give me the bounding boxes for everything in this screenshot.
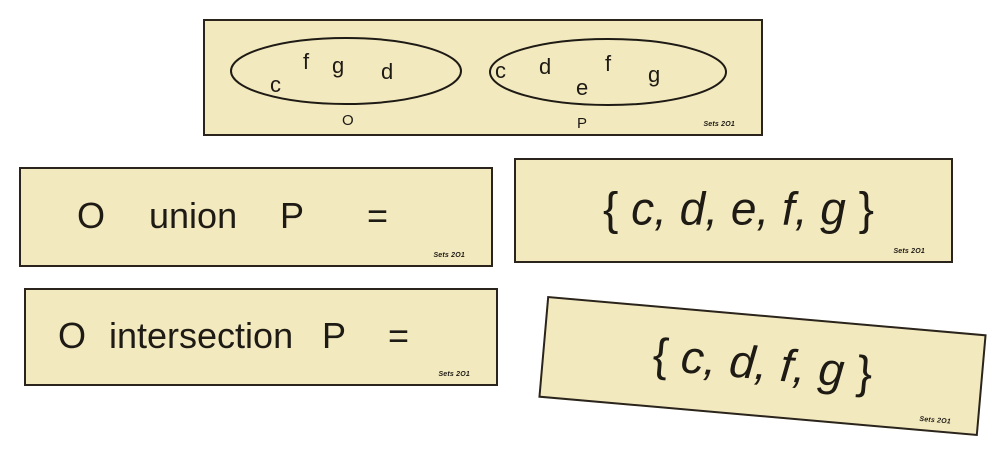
venn-sets-card: c f g d O c d e f g P Sets 2O1 xyxy=(203,19,763,136)
union-expression-card: O union P = Sets 2O1 xyxy=(19,167,493,267)
union-result-card: { c, d, e, f, g } Sets 2O1 xyxy=(514,158,953,263)
operator-label: union xyxy=(149,195,238,237)
card-footer: Sets 2O1 xyxy=(703,121,735,128)
set-p-element: f xyxy=(605,51,612,76)
set-o-element: d xyxy=(381,59,393,84)
set-elements: c, d, f, g xyxy=(666,329,860,398)
equals-sign: = xyxy=(367,195,389,237)
set-o-element: c xyxy=(270,72,281,97)
open-brace: { xyxy=(602,181,619,234)
left-operand: O xyxy=(77,195,106,237)
right-operand: P xyxy=(280,195,305,237)
venn-diagram: c f g d O c d e f g P xyxy=(230,37,727,132)
card-footer: Sets 2O1 xyxy=(893,248,925,255)
card-footer: Sets 2O1 xyxy=(433,252,465,259)
set-o-ellipse xyxy=(230,37,462,105)
close-brace: } xyxy=(854,345,875,399)
set-o-element: f xyxy=(303,49,310,74)
close-brace: } xyxy=(858,181,875,234)
set-p-element: d xyxy=(539,54,551,79)
intersection-expression-card: O intersection P = Sets 2O1 xyxy=(24,288,498,386)
set-o-label: O xyxy=(342,112,354,129)
left-operand: O xyxy=(58,315,87,357)
set-p-element: e xyxy=(576,75,588,100)
intersection-result-card: { c, d, f, g } Sets 2O1 xyxy=(538,295,987,437)
set-o-element: g xyxy=(332,53,344,78)
right-operand: P xyxy=(322,315,347,357)
result-set: { c, d, e, f, g } xyxy=(516,181,951,235)
set-elements: c, d, e, f, g xyxy=(618,181,859,234)
result-set: { c, d, f, g } xyxy=(543,317,983,409)
set-p-label: P xyxy=(577,115,587,132)
card-footer: Sets 2O1 xyxy=(438,371,470,378)
set-p-element: g xyxy=(648,62,660,87)
set-p-element: c xyxy=(495,58,506,83)
equals-sign: = xyxy=(388,315,410,357)
set-p-ellipse xyxy=(489,38,727,106)
operator-label: intersection xyxy=(109,315,294,357)
card-footer: Sets 2O1 xyxy=(919,415,952,426)
